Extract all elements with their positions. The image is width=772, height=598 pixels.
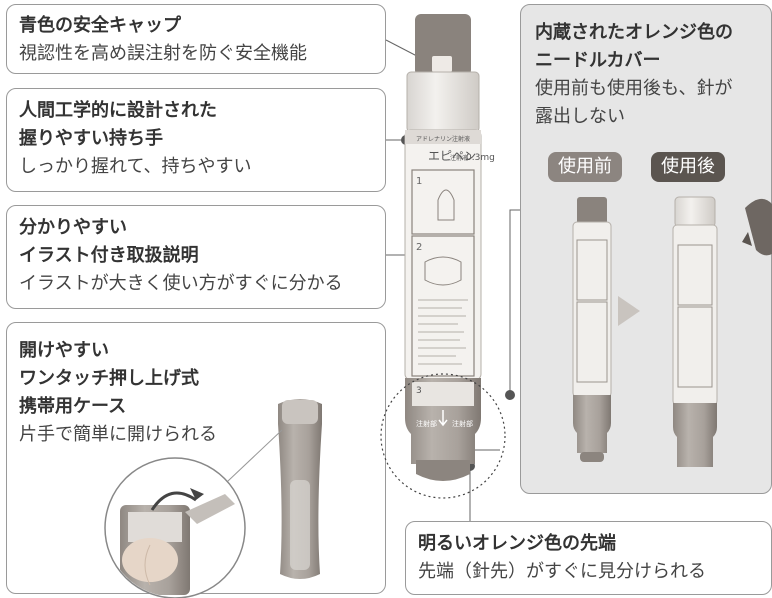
callout-grip: 人間工学的に設計された 握りやすい持ち手 しっかり握れて、持ちやすい [6, 88, 386, 192]
pen-body-label [404, 129, 482, 381]
pen-label-suffix: 注射液 [450, 154, 468, 162]
callout-title-1: 人間工学的に設計された [19, 100, 217, 121]
callout-title-2: イラスト付き取扱説明 [19, 245, 199, 266]
pen-label-brand: エピペン [428, 149, 476, 163]
callout-title: 明るいオレンジ色の先端 [418, 533, 616, 554]
callout-needle-cover: 内蔵されたオレンジ色の ニードルカバー 使用前も使用後も、針が 露出しない [520, 4, 772, 494]
badge-before-use: 使用前 [548, 152, 622, 182]
main-pen: アドレナリン注射液 エピペン 注射液 0.3mg 1 2 3 注射部 注射部 [404, 14, 495, 481]
callout-title-1: 分かりやすい [19, 217, 127, 238]
tip-highlight-circle [380, 373, 506, 499]
leader-dot-tip [465, 461, 475, 471]
pen-body-clear [406, 71, 480, 133]
pen-lower-body [405, 378, 481, 464]
pen-step-3: 3 [416, 386, 422, 396]
callout-desc: 視認性を高め誤注射を防ぐ安全機能 [19, 43, 307, 64]
callout-title-2: 握りやすい持ち手 [19, 128, 163, 149]
callout-title-1: 内蔵されたオレンジ色の [535, 22, 733, 43]
callout-desc: しっかり握れて、持ちやすい [19, 156, 252, 177]
callout-illustration: 分かりやすい イラスト付き取扱説明 イラストが大きく使い方がすぐに分かる [6, 205, 386, 309]
pen-step-1: 1 [416, 176, 422, 187]
leader-dot-cover [505, 390, 515, 400]
callout-safety-cap: 青色の安全キャップ 視認性を高め誤注射を防ぐ安全機能 [6, 4, 386, 74]
pen-step-2: 2 [416, 242, 422, 253]
pen-label-top: アドレナリン注射液 [416, 135, 470, 143]
badge-after-use: 使用後 [651, 152, 725, 182]
pen-safety-cap [415, 14, 471, 76]
leader-dot-cap [435, 63, 445, 73]
pen-arrow-label-right: 注射部 [452, 419, 473, 428]
callout-desc-1: 使用前も使用後も、針が [535, 78, 733, 99]
callout-desc-2: 露出しない [535, 106, 625, 127]
pen-arrow-icon [438, 410, 448, 427]
callout-title-2: ワンタッチ押し上げ式 [19, 368, 199, 389]
pen-arrow-label-left: 注射部 [416, 419, 437, 428]
callout-title-1: 開けやすい [19, 340, 109, 361]
callout-tip: 明るいオレンジ色の先端 先端（針先）がすぐに見分けられる [405, 521, 772, 595]
callout-title: 青色の安全キャップ [19, 15, 181, 36]
leader-dot-grip [401, 135, 411, 145]
pen-orange-tip [416, 460, 470, 481]
callout-title-2: ニードルカバー [535, 50, 661, 71]
callout-case: 開けやすい ワンタッチ押し上げ式 携帯用ケース 片手で簡単に開けられる [6, 322, 386, 594]
leader-lines [385, 39, 520, 521]
callout-desc: イラストが大きく使い方がすぐに分かる [19, 273, 343, 294]
pen-label-dose: 0.3mg [466, 153, 495, 163]
leader-dot-illustration [415, 250, 425, 260]
callout-desc: 先端（針先）がすぐに見分けられる [418, 561, 706, 582]
callout-desc: 片手で簡単に開けられる [19, 424, 217, 445]
callout-title-3: 携帯用ケース [19, 396, 127, 417]
